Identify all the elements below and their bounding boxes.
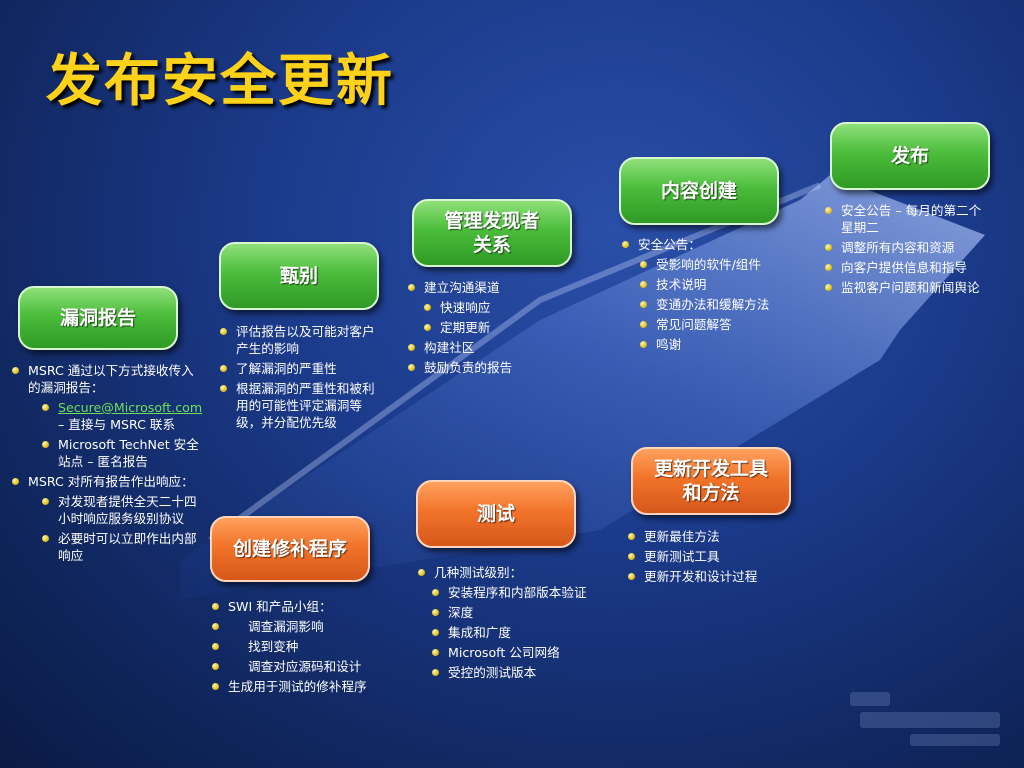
list-item: 安全公告： bbox=[620, 236, 800, 253]
list-item-text: – 直接与 MSRC 联系 bbox=[58, 417, 176, 432]
list-item: 深度 bbox=[430, 604, 596, 621]
list-item: 变通办法和缓解方法 bbox=[638, 296, 800, 313]
list-item: 技术说明 bbox=[638, 276, 800, 293]
release-box: 发布 bbox=[830, 122, 990, 190]
release-list: 安全公告 – 每月的第二个星期二 调整所有内容和资源 向客户提供信息和指导 监视… bbox=[823, 202, 993, 299]
vuln-report-box: 漏洞报告 bbox=[18, 286, 178, 350]
list-item: 对发现者提供全天二十四小时响应服务级别协议 bbox=[40, 493, 206, 527]
list-item: 调查漏洞影响 bbox=[210, 618, 380, 635]
list-item: SWI 和产品小组： bbox=[210, 598, 380, 615]
list-item: 几种测试级别： bbox=[416, 564, 596, 581]
testing-list: 几种测试级别： 安装程序和内部版本验证 深度 集成和广度 Microsoft 公… bbox=[416, 564, 596, 684]
create-fix-list: SWI 和产品小组： 调查漏洞影响 找到变种 调查对应源码和设计 生成用于测试的… bbox=[210, 598, 380, 698]
list-item: 安全公告 – 每月的第二个星期二 bbox=[823, 202, 993, 236]
list-item: 定期更新 bbox=[422, 319, 576, 336]
list-item: MSRC 对所有报告作出响应： bbox=[10, 473, 206, 490]
list-item: 更新测试工具 bbox=[626, 548, 806, 565]
watermark-logo-icon bbox=[850, 692, 1000, 746]
manage-finder-list: 建立沟通渠道 快速响应 定期更新 构建社区 鼓励负责的报告 bbox=[406, 279, 576, 379]
list-item: 评估报告以及可能对客户产生的影响 bbox=[218, 323, 380, 357]
content-creation-box: 内容创建 bbox=[619, 157, 779, 225]
list-item: 鸣谢 bbox=[638, 336, 800, 353]
list-item: 必要时可以立即作出内部 响应 bbox=[40, 530, 206, 564]
testing-box: 测试 bbox=[416, 480, 576, 548]
manage-finder-box: 管理发现者 关系 bbox=[412, 199, 572, 267]
list-item: 找到变种 bbox=[210, 638, 380, 655]
list-item: 构建社区 bbox=[406, 339, 576, 356]
list-item: 根据漏洞的严重性和被利用的可能性评定漏洞等级，并分配优先级 bbox=[218, 380, 380, 431]
list-item: 更新最佳方法 bbox=[626, 528, 806, 545]
list-item: 监视客户问题和新闻舆论 bbox=[823, 279, 993, 296]
list-item: 受控的测试版本 bbox=[430, 664, 596, 681]
list-item: 调整所有内容和资源 bbox=[823, 239, 993, 256]
list-item: 生成用于测试的修补程序 bbox=[210, 678, 380, 695]
create-fix-box: 创建修补程序 bbox=[210, 516, 370, 582]
arrow-shape bbox=[180, 175, 985, 600]
update-tools-list: 更新最佳方法 更新测试工具 更新开发和设计过程 bbox=[626, 528, 806, 588]
list-item: Microsoft 公司网络 bbox=[430, 644, 596, 661]
list-item: 快速响应 bbox=[422, 299, 576, 316]
list-item: 集成和广度 bbox=[430, 624, 596, 641]
list-item: 了解漏洞的严重性 bbox=[218, 360, 380, 377]
list-item: 常见问题解答 bbox=[638, 316, 800, 333]
email-link[interactable]: Secure@Microsoft.com bbox=[58, 400, 203, 415]
list-item: 受影响的软件/组件 bbox=[638, 256, 800, 273]
content-creation-list: 安全公告： 受影响的软件/组件 技术说明 变通办法和缓解方法 常见问题解答 鸣谢 bbox=[620, 236, 800, 356]
list-item: Secure@Microsoft.com – 直接与 MSRC 联系 bbox=[40, 399, 206, 433]
list-item: 向客户提供信息和指导 bbox=[823, 259, 993, 276]
list-item: MSRC 通过以下方式接收传入的漏洞报告： bbox=[10, 362, 206, 396]
list-item: 调查对应源码和设计 bbox=[210, 658, 380, 675]
triage-list: 评估报告以及可能对客户产生的影响 了解漏洞的严重性 根据漏洞的严重性和被利用的可… bbox=[218, 323, 380, 434]
list-item: 建立沟通渠道 bbox=[406, 279, 576, 296]
triage-box: 甄别 bbox=[219, 242, 379, 310]
list-item: Microsoft TechNet 安全站点 – 匿名报告 bbox=[40, 436, 206, 470]
list-item: 鼓励负责的报告 bbox=[406, 359, 576, 376]
vuln-report-list: MSRC 通过以下方式接收传入的漏洞报告： Secure@Microsoft.c… bbox=[10, 362, 206, 567]
page-title: 发布安全更新 bbox=[46, 48, 394, 114]
update-tools-box: 更新开发工具 和方法 bbox=[631, 447, 791, 515]
list-item: 更新开发和设计过程 bbox=[626, 568, 806, 585]
list-item: 安装程序和内部版本验证 bbox=[430, 584, 596, 601]
